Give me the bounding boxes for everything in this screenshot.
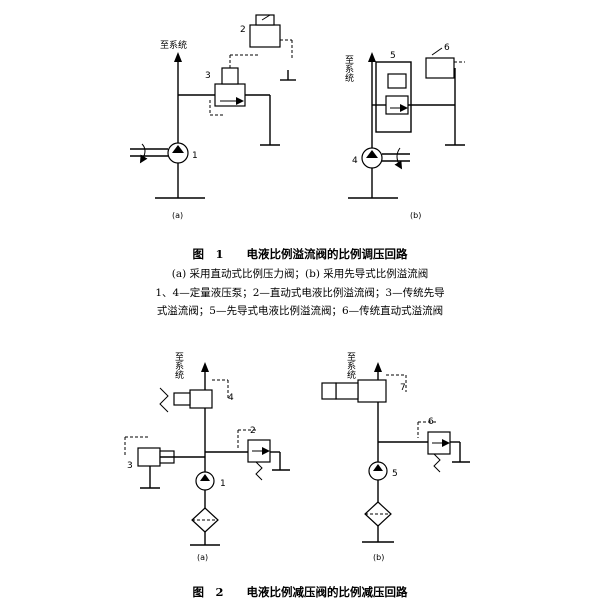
label-6: 6	[444, 43, 450, 53]
filter-icon	[191, 507, 219, 533]
fig2-b-diagram: 至系统 7 6 5	[321, 352, 470, 562]
arrow-to-system-icon	[374, 362, 382, 372]
valve-4-icon	[159, 379, 229, 413]
subfig-label: (b)	[373, 553, 384, 562]
label-2: 2	[240, 25, 246, 35]
fig2-caption-title: 图 2 电液比例减压阀的比例减压回路	[192, 585, 408, 599]
pump-icon	[361, 147, 410, 170]
valve-2-icon	[237, 429, 290, 481]
valve-5-icon	[375, 61, 412, 133]
arrow-to-system-icon	[174, 52, 182, 62]
arrow-to-system-icon	[368, 52, 376, 62]
pump-icon	[368, 461, 388, 481]
system-label: 至系统	[173, 352, 184, 380]
system-label: 至系统	[343, 55, 354, 83]
valve-6-icon	[417, 421, 470, 473]
label-5: 5	[390, 51, 396, 61]
label-2: 2	[250, 426, 256, 436]
system-label: 至系统	[160, 39, 187, 51]
label-1: 1	[220, 479, 226, 489]
fig1-caption-title: 图 1 电液比例溢流阀的比例调压回路	[192, 247, 408, 261]
label-6: 6	[428, 417, 434, 427]
arrow-to-system-icon	[201, 362, 209, 372]
fig2-a-diagram: 至系统 4 2	[124, 352, 290, 562]
label-4: 4	[352, 156, 358, 166]
valve-3-icon	[124, 436, 205, 489]
valve-2-icon	[249, 14, 296, 81]
pump-icon	[130, 142, 189, 164]
fig1-caption-line3: 1、4—定量液压泵；2—直动式电液比例溢流阀；3—传统先导	[155, 287, 445, 299]
fig1-caption-sub: (a) 采用直动式比例压力阀；(b) 采用先导式比例溢流阀	[171, 268, 429, 280]
system-label: 至系统	[345, 352, 356, 380]
valve-3-icon	[209, 67, 246, 116]
valve-6-icon	[425, 47, 465, 79]
label-4: 4	[228, 393, 234, 403]
label-5: 5	[392, 469, 398, 479]
fig1-a-diagram: 至系统 1 3	[130, 14, 296, 220]
subfig-label: (b)	[410, 211, 421, 220]
fig1-caption-line4: 式溢流阀；5—先导式电液比例溢流阀；6—传统直动式溢流阀	[156, 305, 444, 317]
fig1-b-diagram: 至系统 4 5 6 (b)	[343, 43, 465, 220]
label-3: 3	[127, 461, 133, 471]
filter-icon	[364, 501, 392, 527]
label-1: 1	[192, 151, 198, 161]
label-3: 3	[205, 71, 211, 81]
subfig-label: (a)	[172, 211, 183, 220]
subfig-label: (a)	[197, 553, 208, 562]
valve-7-icon	[321, 374, 407, 403]
pump-icon	[195, 471, 215, 491]
label-7: 7	[400, 383, 406, 393]
